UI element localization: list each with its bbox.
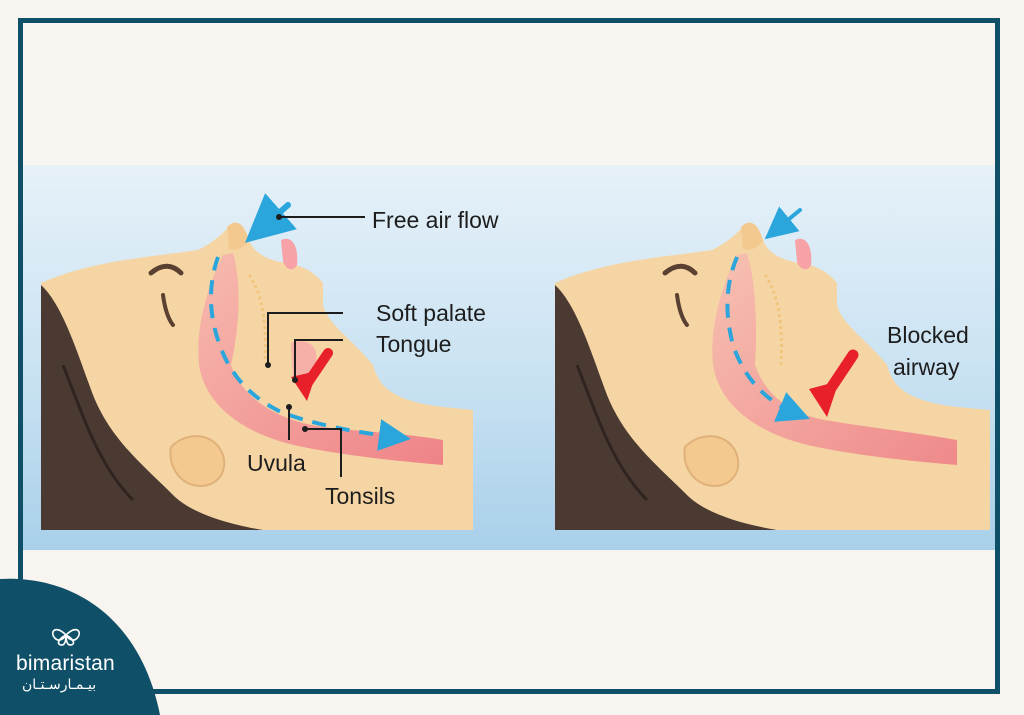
- eyebrow: [662, 263, 698, 276]
- air-flow-arrow: [244, 193, 297, 243]
- airway: [712, 253, 957, 465]
- normal-airway-illustration: [41, 193, 473, 530]
- brand-arabic-name: بيـمـارسـتـان: [22, 676, 97, 692]
- air-flow-arrow: [764, 206, 802, 240]
- soft-palate: [236, 262, 296, 405]
- brand-name: bimaristan: [16, 652, 115, 675]
- hair: [41, 285, 263, 530]
- closed-eye: [161, 293, 175, 327]
- label-tonsils: Tonsils: [325, 483, 396, 509]
- lips: [281, 238, 298, 270]
- lips: [795, 238, 812, 270]
- label-uvula: Uvula: [247, 450, 306, 476]
- label-blocked-airway-line1: Blocked: [887, 322, 969, 348]
- butterfly-icon: [51, 628, 81, 646]
- label-soft-palate: Soft palate: [376, 300, 486, 326]
- label-tongue: Tongue: [376, 331, 452, 357]
- air-flow-path: [209, 256, 411, 451]
- ear: [683, 435, 740, 487]
- blocked-airway-illustration: [555, 206, 990, 530]
- nose: [741, 222, 763, 250]
- label-blocked-airway-line2: airway: [893, 354, 960, 380]
- eyebrow: [148, 263, 184, 276]
- hair: [555, 285, 777, 530]
- air-flow-path: [725, 256, 810, 422]
- brand-logo-badge: [0, 578, 160, 715]
- airway: [198, 253, 443, 465]
- label-free-air-flow: Free air flow: [372, 207, 499, 233]
- nose: [227, 222, 249, 250]
- closed-eye: [675, 293, 689, 327]
- ear: [169, 435, 226, 487]
